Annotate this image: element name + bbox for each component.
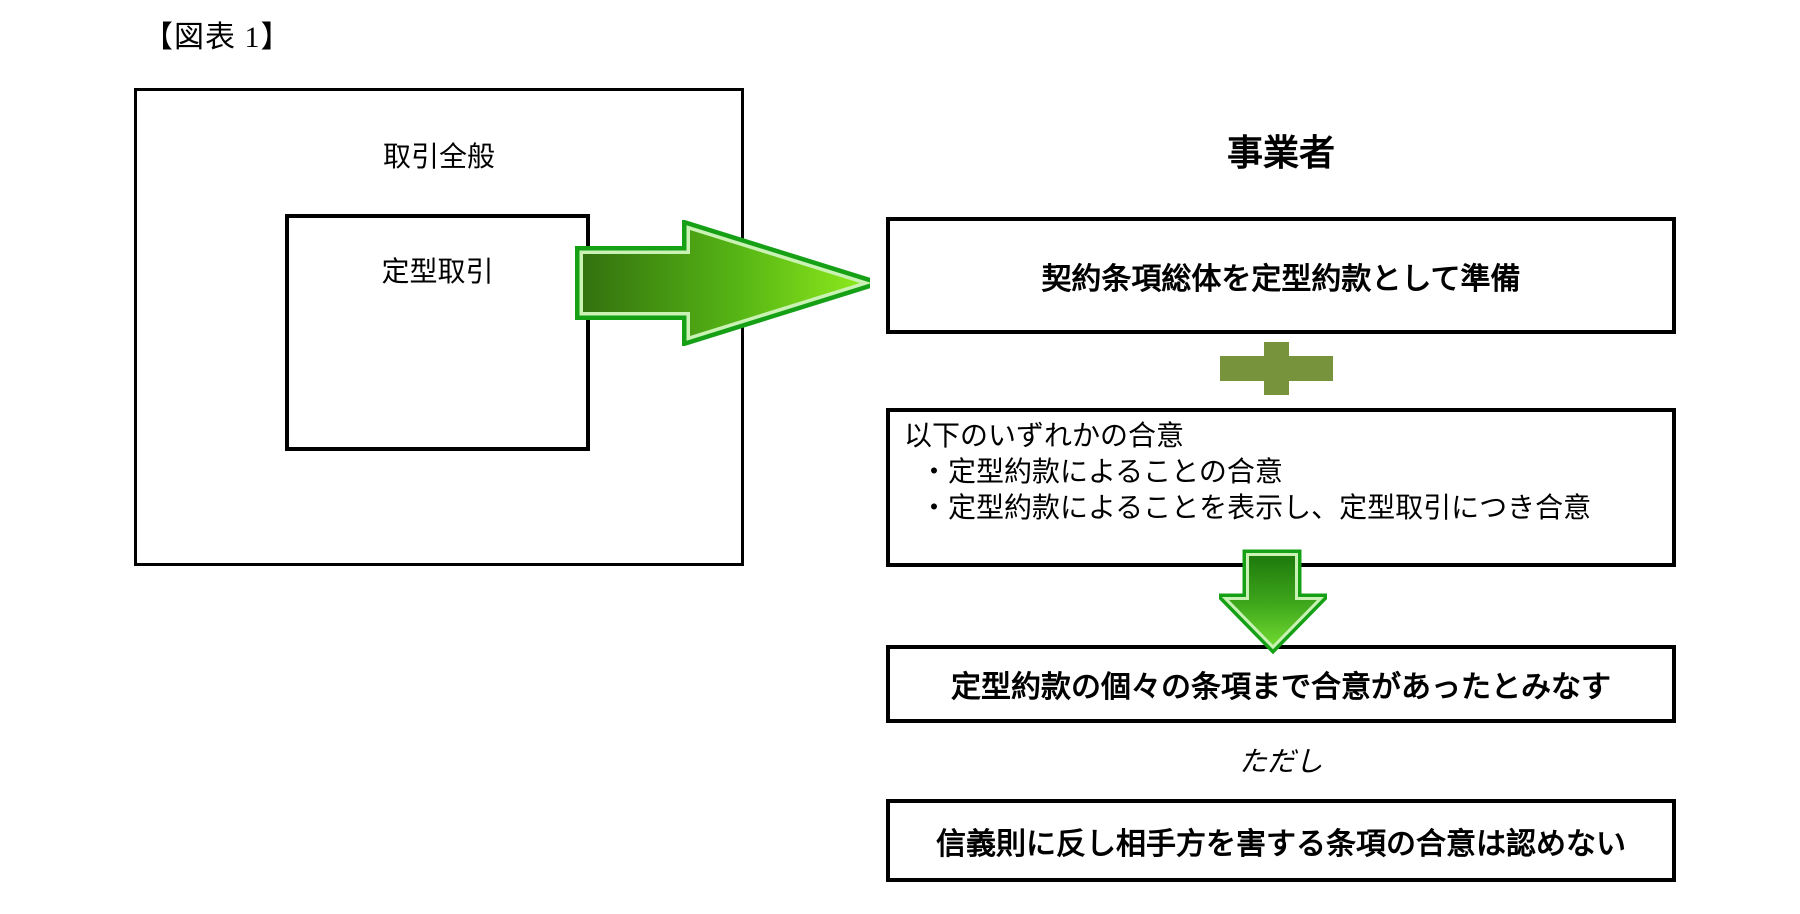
- outer-box-label: 取引全般: [382, 141, 495, 172]
- between-text: ただし: [1238, 746, 1323, 777]
- inner-standard-transaction-box: 定型取引: [285, 214, 590, 451]
- step2-line-2: ・定型約款によることの合意: [920, 456, 1283, 487]
- step2-line-3: ・定型約款によることを表示し、定型取引につき合意: [920, 492, 1592, 523]
- step1-text: 契約条項総体を定型約款として準備: [1041, 262, 1521, 296]
- flow-heading: 事業者: [1226, 132, 1335, 173]
- right-arrow-icon: [575, 220, 870, 346]
- step4-text: 信義則に反し相手方を害する条項の合意は認めない: [936, 827, 1626, 861]
- down-arrow-icon: [1219, 549, 1327, 655]
- step3-text: 定型約款の個々の条項まで合意があったとみなす: [951, 671, 1611, 704]
- inner-box-label: 定型取引: [381, 256, 494, 287]
- figure-title: 【図表 1】: [143, 21, 292, 54]
- step1-box: 契約条項総体を定型約款として準備: [886, 217, 1676, 334]
- step2-box: 以下のいずれかの合意 ・定型約款によることの合意 ・定型約款によることを表示し、…: [886, 408, 1676, 567]
- step3-box: 定型約款の個々の条項まで合意があったとみなす: [886, 645, 1676, 723]
- step4-box: 信義則に反し相手方を害する条項の合意は認めない: [886, 799, 1676, 882]
- step2-line-1: 以下のいずれかの合意: [904, 420, 1185, 451]
- plus-icon: [1220, 342, 1333, 395]
- outer-transactions-box: 取引全般 定型取引: [134, 88, 744, 566]
